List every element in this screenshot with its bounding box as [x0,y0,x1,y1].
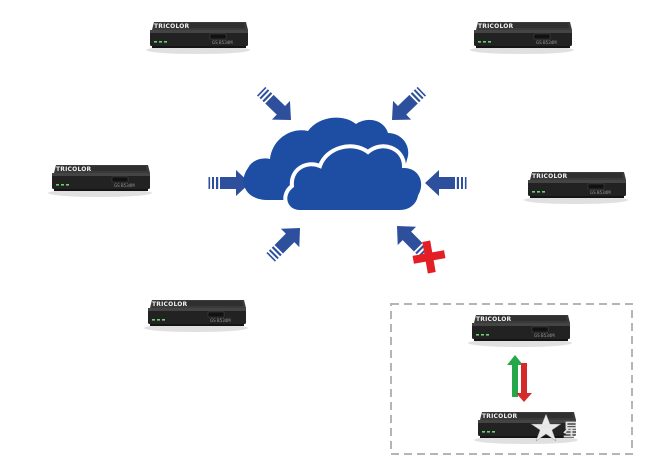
device-model: GS B534M [536,40,557,45]
device-model: GS B534M [534,333,555,338]
arrow-top-left [252,81,301,130]
device-model: GS B534M [212,40,233,45]
arrow-bottom-left [261,218,310,267]
cross-icon [412,240,446,274]
device-mid-left: TRICOLOR GS B534M [47,164,153,198]
cloud-icon [243,117,426,214]
device-brand: TRICOLOR [56,166,92,173]
watermark-url: www.xqtv.com [568,441,612,448]
device-brand: TRICOLOR [532,173,568,180]
star-logo-icon [530,413,562,442]
device-brand: TRICOLOR [152,301,188,308]
device-model: GS B534M [114,183,135,188]
device-brand: TRICOLOR [478,23,514,30]
device-top-left: TRICOLOR GS B534M [145,21,251,55]
device-box-top: TRICOLOR GS B534M [467,314,573,348]
local-network-box: TRICOLOR GS B534M TRICOLOR 星桥网 www.xqtv.… [390,303,633,455]
device-box-bottom: TRICOLOR [473,411,579,445]
device-brand: TRICOLOR [482,413,518,420]
arrow-mid-right [425,170,467,196]
down-arrow-icon [516,363,532,402]
up-arrow-icon [507,355,523,397]
device-brand: TRICOLOR [154,23,190,30]
watermark: 星桥网 www.xqtv.com [530,413,614,448]
arrow-top-right [382,81,431,130]
device-top-right: TRICOLOR GS B534M [469,21,575,55]
device-bottom-left: TRICOLOR GS B534M [143,299,249,333]
device-brand: TRICOLOR [476,316,512,323]
device-mid-right: TRICOLOR GS B534M [523,171,629,205]
watermark-text: 星桥网 [563,421,614,441]
device-model: GS B534M [590,190,611,195]
device-model: GS B534M [210,318,231,323]
